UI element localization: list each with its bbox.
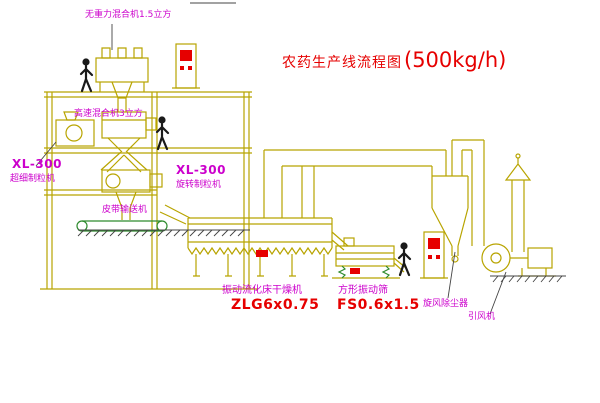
worker-figure-top-floor [79, 57, 94, 93]
control-cabinet-right [420, 231, 448, 279]
label-sieve-name: 方形振动筛 [338, 285, 388, 296]
label-left-granulator-name: 超细制粒机 [10, 174, 56, 184]
worker-figure-mid-floor [155, 115, 170, 151]
sieve-vibration-motor [350, 268, 360, 274]
induced-draft-fan [481, 243, 556, 277]
left-granulator [55, 111, 95, 147]
label-left-granulator-model: XL-300 [12, 157, 62, 171]
worker-figure-sieve [397, 241, 412, 277]
label-high-speed-mixer: 高速混合机3立方 [74, 109, 143, 119]
fluid-bed-dryer [159, 204, 333, 277]
label-center-granulator-name: 旋转制粒机 [176, 180, 222, 190]
rotary-granulator [101, 169, 163, 220]
label-top-mixer: 无重力混合机1.5立方 [85, 10, 172, 20]
fan-base-hatching [490, 275, 566, 283]
exhaust-stack [504, 153, 532, 252]
leader-lines [35, 2, 507, 315]
belt-conveyor [76, 220, 168, 232]
label-fan: 引风机 [468, 312, 496, 322]
floor-hatching [77, 229, 250, 237]
control-cabinet-top [172, 43, 200, 89]
label-cyclone: 旋风除尘器 [423, 299, 469, 309]
label-sieve-model: FS0.6x1.5 [337, 297, 420, 313]
building-frame [40, 91, 258, 290]
diagram-title: 农药生产线流程图 (500kg/h) [282, 48, 506, 72]
sieve-springs [337, 265, 391, 279]
dryer-vibration-motor [256, 250, 268, 257]
label-center-granulator-model: XL-300 [176, 163, 226, 177]
label-dryer-name: 振动流化床干燥机 [222, 285, 302, 296]
label-dryer-model: ZLG6x0.75 [231, 297, 320, 313]
label-belt-conveyor: 皮带输送机 [102, 205, 148, 215]
exhaust-duct [263, 149, 447, 218]
title-capacity: (500kg/h) [404, 48, 507, 72]
high-speed-mixer [100, 111, 157, 173]
cabinet-display-top [180, 50, 192, 70]
title-text: 农药生产线流程图 [282, 55, 402, 71]
gravity-mixer [95, 47, 149, 112]
vibrating-sieve [331, 231, 407, 279]
cyclone-separator [431, 139, 485, 263]
cabinet-display-right [428, 238, 440, 259]
